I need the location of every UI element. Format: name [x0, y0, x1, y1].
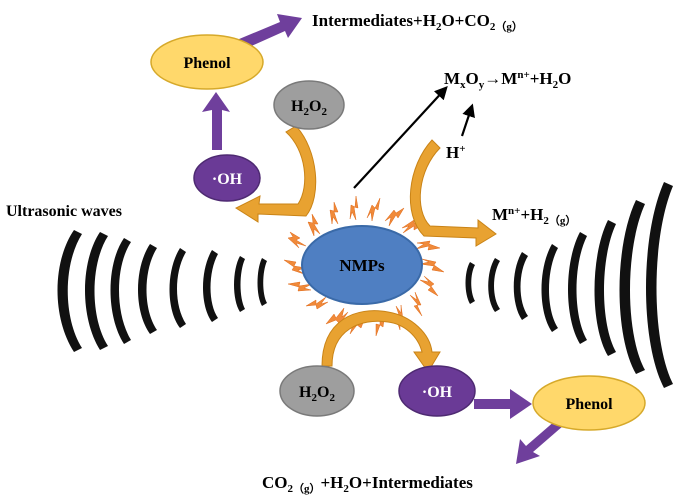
phenol-bottom-node: Phenol — [532, 375, 646, 431]
wave-arc — [138, 244, 157, 334]
oh-bottom-ellipse — [398, 365, 476, 417]
arrow-hplus-to-mxoy — [460, 103, 475, 137]
mn-h2-label: Mn++H2（g） — [492, 205, 576, 227]
arrow-oh-to-phenol — [202, 92, 230, 150]
wave-arc — [488, 258, 500, 312]
oh-bottom-node: ·OH — [398, 365, 476, 417]
nmps-label: NMPs — [339, 256, 385, 275]
purple-arrows — [202, 14, 563, 464]
intermediates-top-label: Intermediates+H2O+CO2（g） — [312, 11, 523, 33]
h2o2-bottom-ellipse — [279, 365, 355, 417]
wave-arc — [257, 258, 267, 306]
spark — [349, 195, 359, 221]
spark — [419, 275, 439, 297]
right-ultrasonic-waves — [465, 182, 673, 388]
h2o2-bottom-node: H2O2 — [279, 365, 355, 417]
spark — [305, 296, 329, 310]
h2o2-bottom-label: H2O2 — [299, 384, 335, 404]
arrow-phenol-to-intermediates — [232, 14, 302, 52]
curved-arrow-h2o2-to-oh-bottom — [321, 310, 441, 373]
wave-arc — [85, 232, 108, 350]
wave-arc — [619, 200, 645, 374]
oh-top-node: ·OH — [193, 154, 261, 202]
spark — [283, 259, 307, 275]
wave-arc — [57, 230, 82, 352]
curved-arrow-h2o2-to-oh — [234, 125, 317, 223]
spark — [419, 258, 445, 273]
phenol-top-label: Phenol — [183, 55, 231, 72]
h2o2-top-node: H2O2 — [273, 80, 345, 130]
hplus-label: H+ — [446, 143, 466, 162]
phenol-top-node: Phenol — [150, 34, 264, 90]
spark — [384, 207, 405, 227]
co2-bottom-label: CO2（g）+H2O+Intermediates — [262, 473, 473, 495]
wave-arc — [169, 248, 186, 328]
wave-arc — [234, 256, 245, 312]
spark — [401, 219, 425, 234]
h2o2-top-label: H2O2 — [291, 98, 327, 118]
oh-top-ellipse — [193, 154, 261, 202]
nmps-ellipse — [301, 225, 423, 305]
mxoy-reaction-label: MxOy→Mn++H2O — [444, 69, 571, 91]
wave-arc — [568, 232, 587, 344]
curved-arrow-to-mn-h2 — [409, 139, 497, 247]
wave-arc — [594, 220, 616, 356]
spark — [409, 291, 423, 317]
spark — [287, 281, 313, 292]
arrow-oh-to-phenol-bottom — [474, 389, 532, 419]
curved-arrows — [234, 125, 497, 373]
ultrasonic-waves-label: Ultrasonic waves — [6, 203, 122, 220]
phenol-bottom-ellipse — [532, 375, 646, 431]
oh-top-label: ·OH — [212, 171, 243, 188]
nmps-node: NMPs — [301, 225, 423, 305]
phenol-top-ellipse — [150, 34, 264, 90]
wave-arc — [203, 250, 218, 322]
wave-arc — [646, 182, 673, 388]
phenol-bottom-label: Phenol — [565, 396, 613, 413]
spark — [307, 213, 321, 237]
oh-bottom-label: ·OH — [422, 384, 453, 401]
wave-arc — [465, 262, 475, 304]
arrow-phenol-to-co2 — [516, 420, 563, 464]
wave-arc — [110, 238, 131, 344]
left-ultrasonic-waves — [57, 230, 267, 352]
spark — [366, 197, 381, 222]
h2o2-top-ellipse — [273, 80, 345, 130]
wave-arc — [513, 252, 528, 320]
wave-arc — [541, 244, 558, 332]
arrow-nmps-to-mxoy — [353, 86, 448, 189]
spark — [415, 240, 441, 251]
spark — [329, 201, 339, 225]
spark — [287, 231, 307, 249]
